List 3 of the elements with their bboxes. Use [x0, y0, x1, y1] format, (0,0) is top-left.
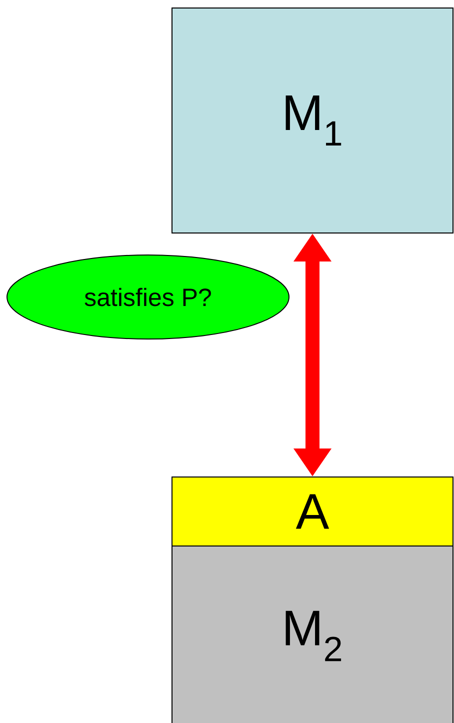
model-box: M$_{1}$: [172, 8, 454, 234]
model-box: M$_{2}$: [172, 546, 454, 723]
label-box: A: [172, 476, 454, 546]
